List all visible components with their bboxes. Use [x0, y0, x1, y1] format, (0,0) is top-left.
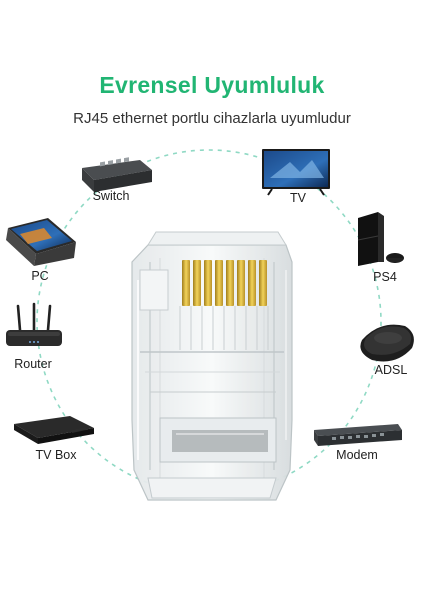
adsl-modem-icon — [360, 324, 414, 362]
device-label-modem: Modem — [336, 448, 378, 462]
network-switch-icon — [82, 157, 152, 192]
game-console-icon — [357, 212, 404, 266]
device-label-tvbox: TV Box — [35, 448, 77, 462]
wifi-router-icon — [6, 302, 62, 346]
device-label-router: Router — [14, 357, 52, 371]
page-title: Evrensel Uyumluluk — [99, 72, 325, 98]
device-label-tv: TV — [290, 191, 306, 205]
device-label-adsl: ADSL — [374, 363, 408, 377]
page-subtitle: RJ45 ethernet portlu cihazlarla uyumludu… — [73, 110, 351, 127]
tv-box-icon — [14, 416, 94, 444]
device-label-pc: PC — [31, 269, 49, 283]
rack-modem-icon — [314, 424, 402, 446]
convertible-laptop-icon — [6, 218, 76, 266]
gold-contacts — [182, 260, 267, 306]
device-label-ps4: PS4 — [373, 270, 397, 284]
television-icon — [262, 149, 330, 196]
rj45-connector-icon — [131, 231, 293, 501]
device-label-switch: Switch — [92, 189, 130, 203]
